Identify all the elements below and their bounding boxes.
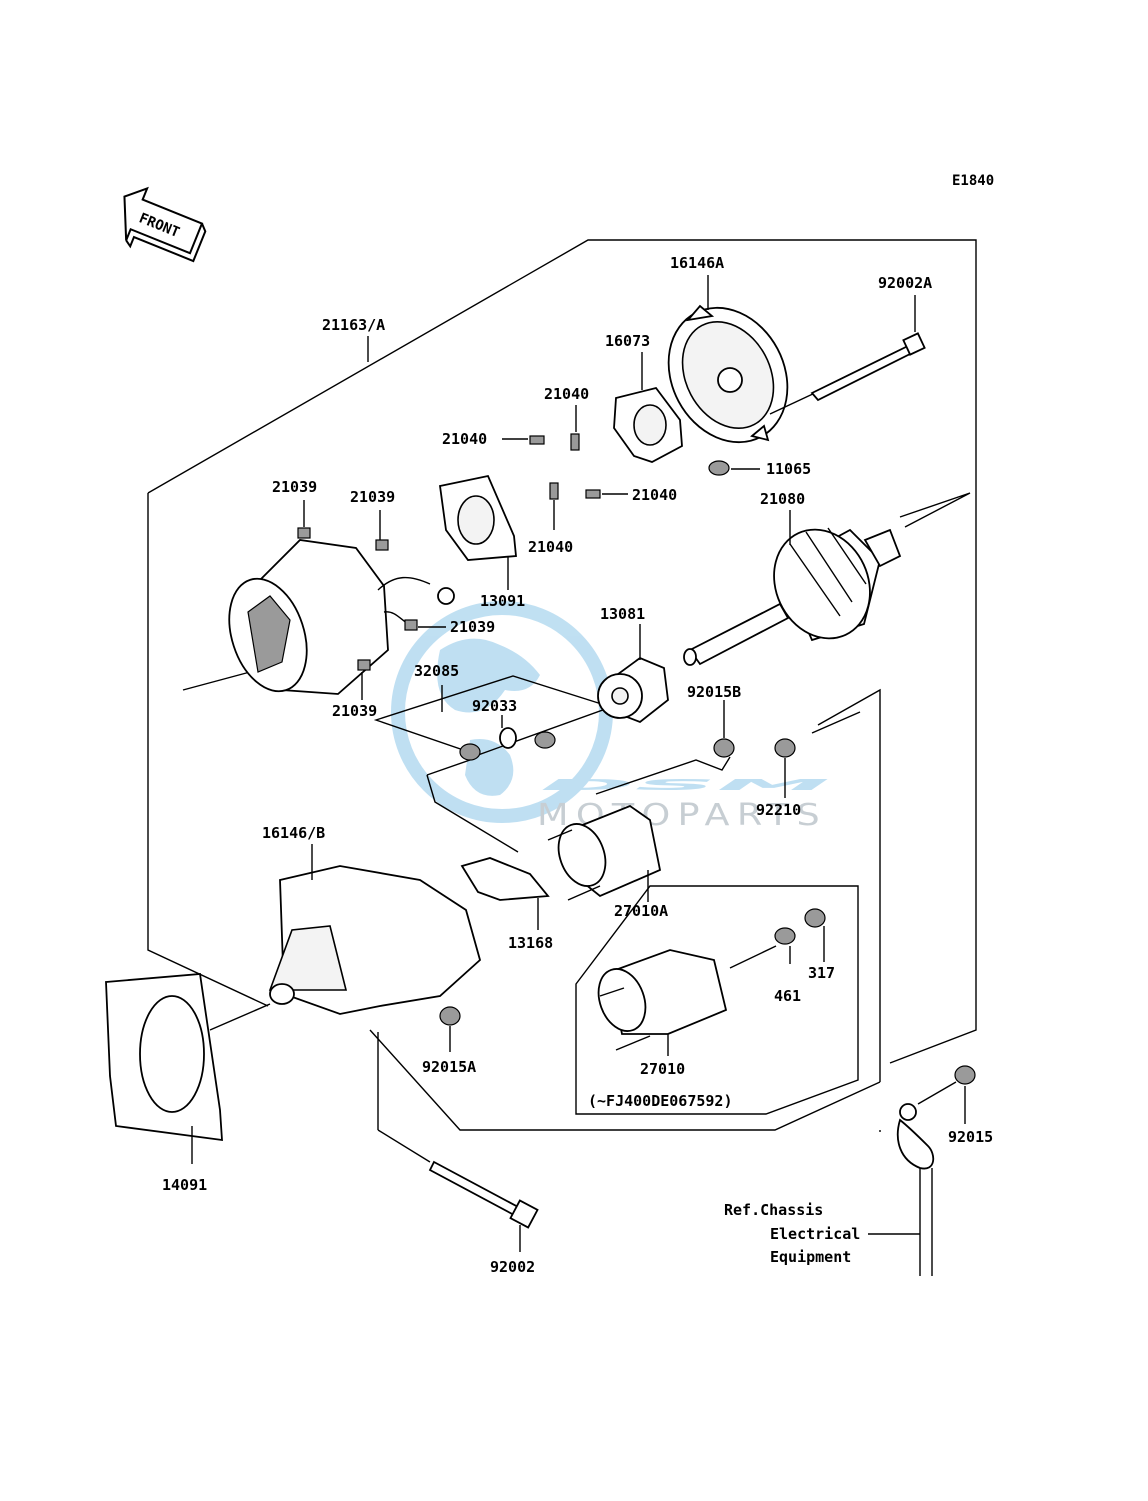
serial-note: (~FJ400DE067592) [588, 1092, 733, 1110]
nut-92015A [439, 1006, 461, 1052]
front-housing-16146B [209, 844, 482, 1031]
ref-note-line2: Electrical [770, 1225, 860, 1243]
label-21039-c: 21039 [450, 618, 495, 636]
label-92033: 92033 [472, 697, 517, 715]
diagram-code: E1840 [952, 173, 994, 189]
solenoid-27010A [547, 804, 662, 902]
springs-21040 [502, 405, 628, 530]
front-arrow-icon: FRONT [123, 186, 207, 263]
part-labels: 21163/A 16146A 92002A 16073 21040 21040 … [162, 254, 993, 1276]
lever-13168 [460, 857, 550, 930]
label-92210: 92210 [756, 801, 801, 819]
label-92002A: 92002A [878, 274, 932, 292]
watermark-brand: DSM [540, 776, 831, 794]
label-13091: 13091 [480, 592, 525, 610]
label-92002: 92002 [490, 1258, 535, 1276]
armature-21080 [683, 510, 902, 666]
label-13081: 13081 [600, 605, 645, 623]
through-bolt-92002A [810, 295, 926, 402]
brush-plate-16073 [613, 352, 683, 463]
watermark-continents [437, 638, 540, 796]
cover-14091 [105, 973, 223, 1164]
label-317: 317 [808, 964, 835, 982]
label-14091: 14091 [162, 1176, 207, 1194]
variant-box [575, 885, 859, 1115]
pinion-13081 [597, 624, 669, 724]
label-21040-left: 21040 [442, 430, 487, 448]
nuts-92015B-92210 [595, 700, 796, 798]
label-27010: 27010 [640, 1060, 685, 1078]
rear-cover-16146A [667, 275, 833, 444]
label-21039-d: 21039 [332, 702, 377, 720]
ref-note-line1: Ref.Chassis [724, 1201, 823, 1219]
label-21163A: 21163/A [322, 316, 385, 334]
label-21040-bottom: 21040 [528, 538, 573, 556]
bolt-92002 [377, 1032, 539, 1252]
label-92015: 92015 [948, 1128, 993, 1146]
nut-11065 [708, 460, 760, 476]
label-16146B: 16146/B [262, 824, 325, 842]
assembly-outline [147, 239, 977, 1131]
label-32085: 32085 [414, 662, 459, 680]
label-27010A: 27010A [614, 902, 668, 920]
label-21080: 21080 [760, 490, 805, 508]
label-92015A: 92015A [422, 1058, 476, 1076]
label-21040-right: 21040 [632, 486, 677, 504]
ref-note: Ref.Chassis Electrical Equipment [724, 1201, 860, 1266]
ref-note-line3: Equipment [770, 1248, 851, 1266]
kit-32085-parts [459, 715, 556, 761]
brush-holder-13091 [438, 474, 517, 590]
watermark: DSM MOTOPARTS [391, 601, 831, 833]
label-461: 461 [774, 987, 801, 1005]
label-16146A: 16146A [670, 254, 724, 272]
label-11065: 11065 [766, 460, 811, 478]
label-13168: 13168 [508, 934, 553, 952]
label-21040-top: 21040 [544, 385, 589, 403]
ground-cable [868, 1065, 976, 1276]
label-92015B: 92015B [687, 683, 741, 701]
yoke-housing [228, 500, 455, 700]
label-16073: 16073 [605, 332, 650, 350]
label-21039-a: 21039 [272, 478, 317, 496]
label-21039-b: 21039 [350, 488, 395, 506]
